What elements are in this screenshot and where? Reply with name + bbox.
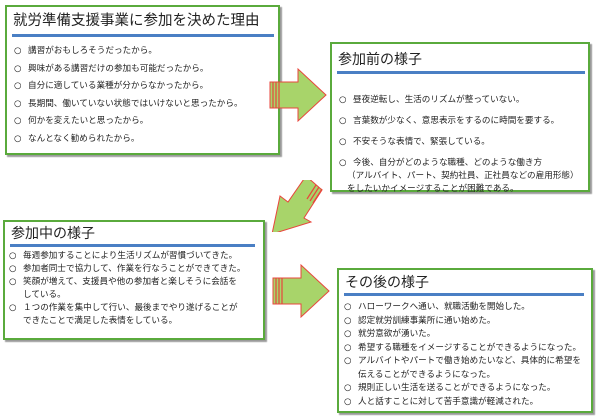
- during-title: 参加中の様子: [11, 226, 95, 242]
- list-item: １つの作業を集中して行い、最後までやり遂げることが: [9, 302, 246, 315]
- list-item: 規則正しい生活を送ることができるようになった。: [344, 382, 581, 396]
- list-item: 毎週参加することにより生活リズムが習慣づいてきた。: [9, 250, 246, 263]
- list-item: 笑顔が増えて、支援員や他の参加者と楽しそうに会話を: [9, 276, 246, 289]
- arrow-down-left: [271, 180, 323, 232]
- reason-underline: [12, 34, 274, 37]
- list-item: 長期間、働いていない状態ではいけないと思ったから。: [14, 96, 243, 114]
- list-item-continuation: をしたいかイメージすることが困難である。: [347, 184, 519, 194]
- list-item: 不安そうな表情で、緊張している。: [339, 136, 579, 149]
- list-item-continuation: 伝えることができるようになった。: [358, 369, 496, 380]
- list-item: 講習がおもしろそうだったから。: [14, 43, 243, 61]
- list-item: アルバイトやパートで働き始めたいなど、具体的に希望を: [344, 355, 581, 369]
- list-item: 言葉数が少なく、意思表示をするのに時間を要する。: [339, 115, 579, 128]
- reason-list: 講習がおもしろそうだったから。 興味がある講習だけの参加も可能だったから。 自分…: [14, 43, 243, 148]
- list-item: 人と話すことに対して苦手意識が軽減された。: [344, 396, 581, 410]
- list-item: 就労意欲が湧いた。: [344, 328, 581, 342]
- before-box: 参加前の様子 昼夜逆転し、生活のリズムが整っていない。 言葉数が少なく、意思表示…: [330, 42, 590, 194]
- arrow-right-1: [269, 67, 327, 123]
- during-underline: [10, 244, 255, 247]
- after-title: その後の様子: [345, 275, 429, 291]
- list-item: 何かを変えたいと思ったから。: [14, 113, 243, 131]
- during-list: 毎週参加することにより生活リズムが習慣づいてきた。 参加者同士で協力して、作業を…: [9, 250, 246, 328]
- before-title: 参加前の様子: [338, 52, 422, 68]
- list-item: なんとなく勧められたから。: [14, 131, 243, 149]
- list-item: 今後、自分がどのような職種、どのような働き方: [339, 157, 579, 170]
- after-box: その後の様子 ハローワークへ通い、就職活動を開始した。 認定就労訓練事業所に通い…: [337, 268, 593, 413]
- list-item: 自分に適している業種が分からなかったから。: [14, 78, 243, 96]
- before-list: 昼夜逆転し、生活のリズムが整っていない。 言葉数が少なく、意思表示をするのに時間…: [339, 94, 579, 196]
- list-item: 昼夜逆転し、生活のリズムが整っていない。: [339, 94, 579, 107]
- list-item-continuation: （アルバイト、パート、契約社員、正社員などの雇用形態）: [347, 171, 579, 181]
- list-item: 認定就労訓練事業所に通い始めた。: [344, 315, 581, 329]
- reason-title: 就労準備支援事業に参加を決めた理由: [13, 13, 260, 29]
- arrow-right-2: [272, 263, 330, 319]
- list-item-continuation: できたことで満足した表情をしている。: [23, 316, 178, 326]
- reason-box: 就労準備支援事業に参加を決めた理由 講習がおもしろそうだったから。 興味がある講…: [5, 5, 280, 155]
- list-item: ハローワークへ通い、就職活動を開始した。: [344, 301, 581, 315]
- before-underline: [337, 71, 585, 74]
- list-item: 参加者同士で協力して、作業を行なうことができてきた。: [9, 263, 246, 276]
- list-item: 興味がある講習だけの参加も可能だったから。: [14, 61, 243, 79]
- during-box: 参加中の様子 毎週参加することにより生活リズムが習慣づいてきた。 参加者同士で協…: [3, 220, 265, 340]
- list-item-continuation: している。: [23, 290, 66, 300]
- after-underline: [344, 293, 584, 296]
- list-item: 希望する職種をイメージすることができるようになった。: [344, 342, 581, 356]
- after-list: ハローワークへ通い、就職活動を開始した。 認定就労訓練事業所に通い始めた。 就労…: [344, 301, 581, 409]
